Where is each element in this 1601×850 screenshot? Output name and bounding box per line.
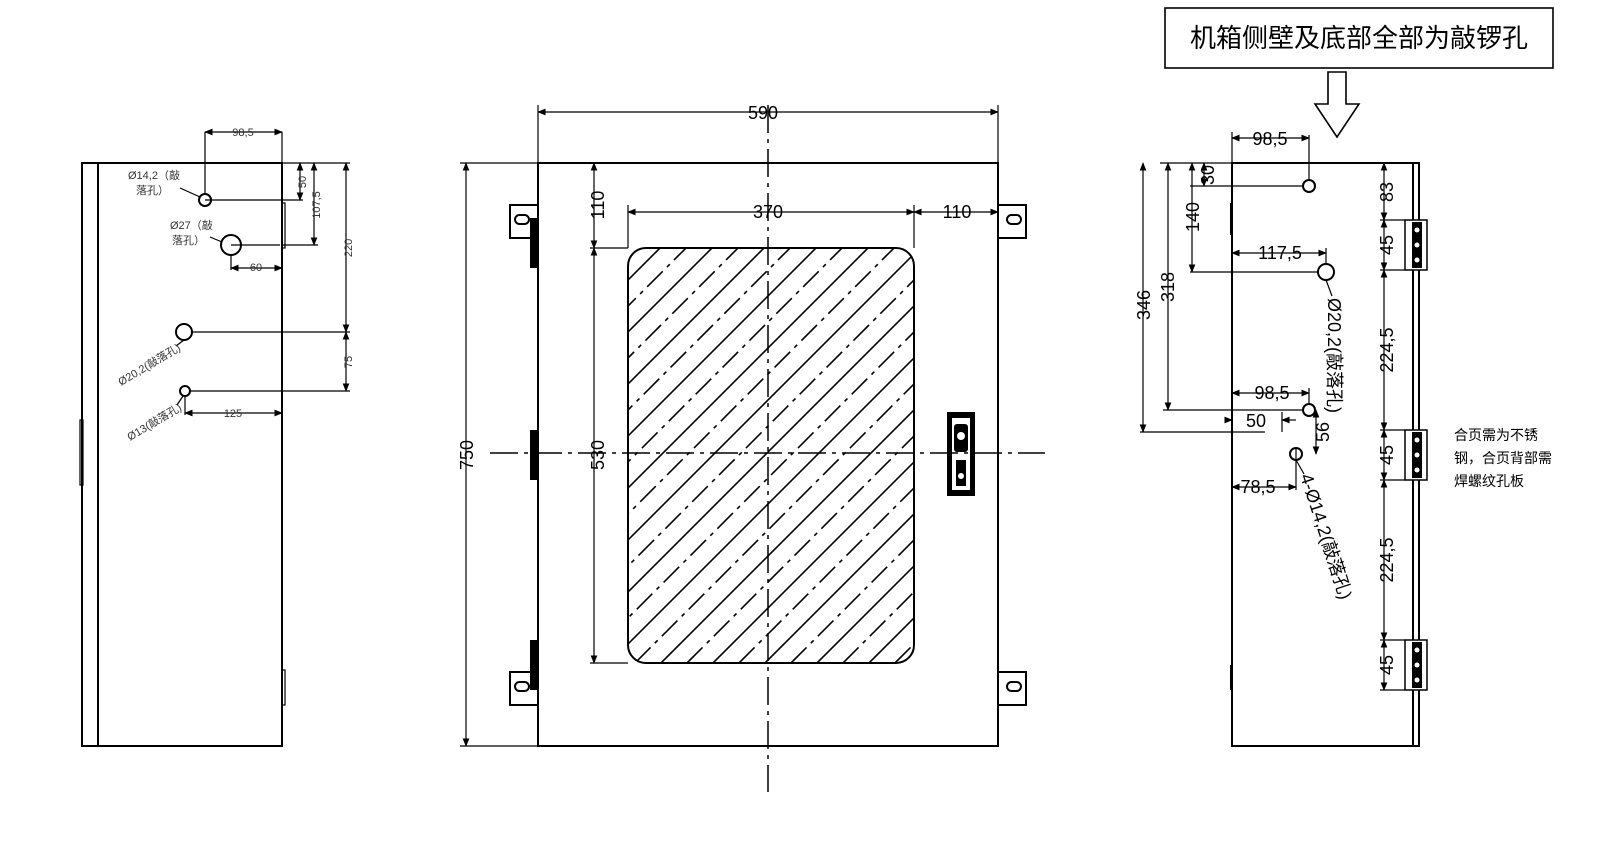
r-dim-78-5: 78,5 (1240, 477, 1275, 497)
dim-370: 370 (753, 202, 783, 222)
hatch-line (628, 248, 895, 663)
hatch-line (634, 248, 914, 663)
hatch-line (790, 248, 914, 663)
hatch-line (686, 248, 914, 663)
hinge-note-line-1: 合页需为不锈 (1454, 428, 1538, 444)
label-hole-27-b: 落孔） (172, 234, 205, 247)
hinge-bottom (530, 640, 538, 690)
r-dim-140: 140 (1183, 202, 1203, 232)
hatch-line (628, 248, 914, 663)
hatch-line (628, 248, 687, 663)
door-lock-icon (947, 412, 975, 496)
r-label-hole-14-2: 4-Ø14,2(敲落孔) (1296, 471, 1356, 602)
r-dim-346: 346 (1134, 290, 1154, 320)
dim-60: 60 (250, 262, 262, 274)
label-hole-14-2-a: Ø14,2（敲 (128, 168, 180, 182)
hatch-line (628, 248, 914, 663)
hatch-line (628, 248, 914, 663)
dim-125: 125 (224, 408, 242, 420)
r-dim-45-c: 45 (1377, 655, 1397, 675)
hinge-right-middle (1404, 429, 1428, 481)
r-label-hole-20-2: Ø20,2(敲落孔) (1324, 298, 1344, 413)
label-hole-13: Ø13(敲落孔) (124, 400, 184, 443)
r-dim-224-5-a: 224,5 (1377, 327, 1397, 372)
mount-ear-bl (509, 671, 538, 706)
r-dim-50: 50 (1246, 411, 1266, 431)
top-note-text: 机箱侧壁及底部全部为敲锣孔 (1190, 24, 1528, 54)
r-dim-30: 30 (1198, 165, 1218, 185)
dim-750: 750 (457, 440, 477, 470)
left-side-panel (81, 162, 283, 747)
window-hatching (193, 248, 1362, 663)
hatch-line (947, 248, 1362, 663)
r-hole-2 (1317, 263, 1335, 281)
down-arrow-icon (1313, 71, 1361, 139)
label-hole-14-2-b: 落孔） (136, 184, 169, 197)
hatch-line (628, 248, 869, 663)
mount-ear-tl (509, 204, 538, 239)
hinge-right-top (1404, 219, 1428, 271)
hatch-line (628, 248, 791, 663)
dim-98-5: 98,5 (232, 127, 253, 139)
r-dim-45-a: 45 (1377, 235, 1397, 255)
hatch-line (868, 248, 914, 663)
r-dim-98-5-top: 98,5 (1252, 129, 1287, 149)
r-dim-318: 318 (1158, 272, 1178, 302)
glass-window (627, 247, 915, 664)
hatch-line (816, 248, 914, 663)
hinge-right-bottom (1404, 639, 1428, 691)
dim-107-5: 107,5 (311, 191, 323, 219)
hatch-line (842, 248, 914, 663)
hole-13 (179, 385, 191, 397)
r-dim-224-5-b: 224,5 (1377, 537, 1397, 582)
r-dim-98-5-mid: 98,5 (1254, 383, 1289, 403)
hatch-line (628, 248, 843, 663)
hinge-middle (530, 430, 538, 480)
dim-110-top: 110 (588, 191, 608, 220)
dim-50: 50 (297, 176, 309, 188)
hinge-note-line-3: 焊螺纹孔板 (1454, 474, 1524, 490)
hatch-line (921, 248, 1336, 663)
top-note: 机箱侧壁及底部全部为敲锣孔 (1164, 7, 1554, 139)
hatch-line (628, 248, 713, 663)
left-edge-tab (79, 419, 84, 486)
r-dim-117-5: 117,5 (1258, 243, 1302, 263)
left-side-view: 98,5 50 107,5 220 60 75 125 Ø14,2（敲 落孔） … (79, 127, 355, 747)
hatch-line (764, 248, 914, 663)
r-dim-83: 83 (1377, 182, 1397, 202)
dim-590: 590 (748, 103, 778, 123)
hole-20-2 (175, 323, 193, 341)
label-hole-27-a: Ø27（敲 (170, 218, 213, 232)
r-hole-1 (1302, 179, 1316, 193)
right-side-view: 98,5 30 140 117,5 318 346 98,5 50 56 78,… (1134, 129, 1552, 747)
dim-110-right: 110 (943, 202, 972, 222)
front-view: 590 750 110 370 110 530 (193, 103, 1362, 792)
right-edge-tab-bottom (281, 669, 286, 706)
hatch-line (193, 248, 608, 663)
hatch-line (628, 248, 914, 663)
r-dim-45-b: 45 (1377, 445, 1397, 465)
hatch-line (738, 248, 914, 663)
hinge-note-line-2: 钢，合页背部需 (1454, 451, 1552, 467)
mount-ear-br (998, 671, 1027, 706)
r-dim-56: 56 (1313, 422, 1333, 442)
hatch-line (712, 248, 914, 663)
r-hole-3 (1302, 403, 1316, 417)
dim-75: 75 (343, 356, 355, 368)
hatch-line (660, 248, 914, 663)
label-hole-20-2: Ø20,2(敲落孔) (115, 340, 182, 388)
dim-530: 530 (588, 440, 608, 470)
dim-220: 220 (343, 239, 355, 257)
hatch-line (628, 248, 765, 663)
right-edge-tab (281, 202, 286, 249)
mount-ear-tr (998, 204, 1027, 239)
hatch-line (628, 248, 817, 663)
hinge-top (530, 218, 538, 268)
